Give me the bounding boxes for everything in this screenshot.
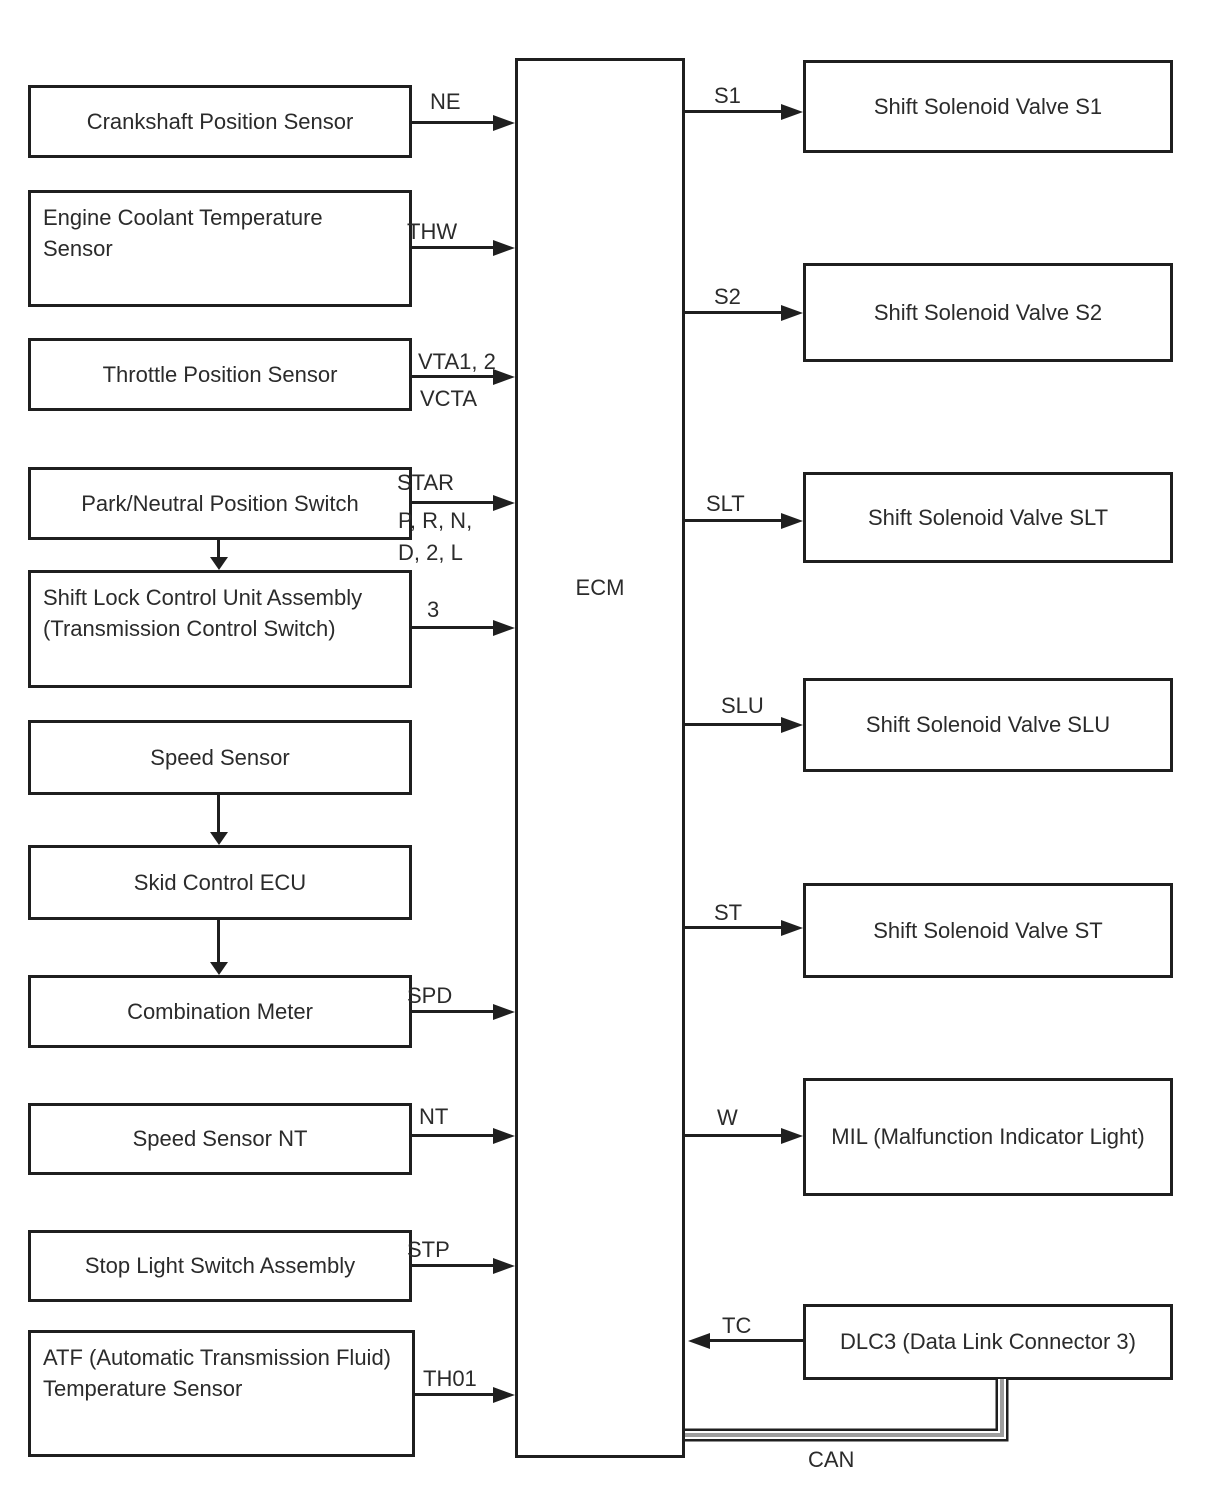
arrow-star (412, 501, 493, 504)
arrow-tc (710, 1339, 803, 1342)
block-label: Speed Sensor NT (132, 1126, 308, 1152)
signal-label-slu: SLU (721, 693, 764, 718)
signal-label-ne: NE (430, 89, 461, 114)
arrow-slt (685, 519, 781, 522)
arrow-stp (412, 1264, 493, 1267)
block-throttle-position-sensor: Throttle Position Sensor (28, 338, 412, 411)
arrow-down-speed-sensor-to-skid-ecu (217, 795, 220, 832)
block-label: Shift Lock Control Unit Assembly (Transm… (43, 585, 363, 642)
signal-label-prndl: P, R, N, D, 2, L (398, 508, 473, 565)
signal-label-s1: S1 (714, 83, 741, 108)
arrow-down-skid-ecu-to-combination-meter (217, 920, 220, 962)
block-label: Shift Solenoid Valve S2 (873, 299, 1103, 325)
arrow-st (685, 926, 781, 929)
ecm-label: ECM (575, 575, 625, 600)
signal-label-s2: S2 (714, 284, 741, 309)
block-speed-sensor-nt: Speed Sensor NT (28, 1103, 412, 1175)
arrow-slu (685, 723, 781, 726)
block-skid-control-ecu: Skid Control ECU (28, 845, 412, 920)
signal-label-can: CAN (808, 1447, 855, 1472)
signal-label-slt: SLT (706, 491, 745, 516)
block-label: Stop Light Switch Assembly (84, 1253, 356, 1279)
arrow-spd (412, 1010, 493, 1013)
signal-label-vta: VTA1, 2 (418, 349, 496, 374)
block-shift-solenoid-valve-s1: Shift Solenoid Valve S1 (803, 60, 1173, 153)
block-label: Combination Meter (127, 998, 313, 1024)
block-combination-meter: Combination Meter (28, 975, 412, 1048)
block-label: Park/Neutral Position Switch (81, 490, 359, 516)
arrow-nt (412, 1134, 493, 1137)
signal-label-star: STAR (397, 470, 455, 495)
signal-label-thw: THW (407, 219, 458, 244)
block-shift-solenoid-valve-slt: Shift Solenoid Valve SLT (803, 472, 1173, 563)
can-bus-line (685, 1379, 1009, 1442)
block-stop-light-switch-assembly: Stop Light Switch Assembly (28, 1230, 412, 1302)
block-label: Shift Solenoid Valve S1 (873, 93, 1103, 119)
block-crankshaft-position-sensor: Crankshaft Position Sensor (28, 85, 412, 158)
signal-label-st: ST (714, 900, 743, 925)
arrow-three (412, 626, 493, 629)
block-mil: MIL (Malfunction Indicator Light) (803, 1078, 1173, 1196)
block-label: Shift Solenoid Valve SLT (867, 504, 1109, 530)
signal-label-three: 3 (427, 597, 440, 622)
arrow-w (685, 1134, 781, 1137)
arrow-ne (412, 121, 493, 124)
arrow-thw (412, 246, 493, 249)
signal-label-th01: TH01 (423, 1366, 477, 1391)
block-shift-solenoid-valve-st: Shift Solenoid Valve ST (803, 883, 1173, 978)
block-label: Shift Solenoid Valve ST (873, 917, 1103, 943)
arrow-vta-vcta (412, 375, 493, 378)
block-dlc3: DLC3 (Data Link Connector 3) (803, 1304, 1173, 1380)
block-shift-solenoid-valve-s2: Shift Solenoid Valve S2 (803, 263, 1173, 362)
block-label: Throttle Position Sensor (102, 361, 338, 387)
block-atf-temperature-sensor: ATF (Automatic Transmission Fluid) Tempe… (28, 1330, 415, 1457)
signal-label-spd: SPD (407, 983, 453, 1008)
signal-label-stp: STP (407, 1237, 450, 1262)
block-speed-sensor: Speed Sensor (28, 720, 412, 795)
block-label: MIL (Malfunction Indicator Light) (831, 1124, 1145, 1150)
block-label: Shift Solenoid Valve SLU (865, 712, 1111, 738)
block-ecm: ECM (515, 58, 685, 1458)
signal-label-w: W (717, 1105, 738, 1130)
block-shift-solenoid-valve-slu: Shift Solenoid Valve SLU (803, 678, 1173, 772)
block-label: Speed Sensor (150, 744, 290, 770)
block-label: ATF (Automatic Transmission Fluid) Tempe… (43, 1345, 392, 1402)
block-park-neutral-position-switch: Park/Neutral Position Switch (28, 467, 412, 540)
block-engine-coolant-temperature-sensor: Engine Coolant Temperature Sensor (28, 190, 412, 307)
signal-label-tc: TC (722, 1313, 752, 1338)
block-label: Crankshaft Position Sensor (86, 108, 354, 134)
arrow-down-park-neutral-to-shift-lock (217, 540, 220, 557)
arrow-s2 (685, 311, 781, 314)
arrow-s1 (685, 110, 781, 113)
block-label: Engine Coolant Temperature Sensor (43, 205, 323, 262)
block-label: DLC3 (Data Link Connector 3) (840, 1329, 1136, 1355)
arrow-th01 (415, 1393, 493, 1396)
signal-label-vcta: VCTA (420, 386, 478, 411)
signal-label-nt: NT (419, 1104, 449, 1129)
block-shift-lock-control-unit: Shift Lock Control Unit Assembly (Transm… (28, 570, 412, 688)
block-label: Skid Control ECU (133, 869, 307, 895)
